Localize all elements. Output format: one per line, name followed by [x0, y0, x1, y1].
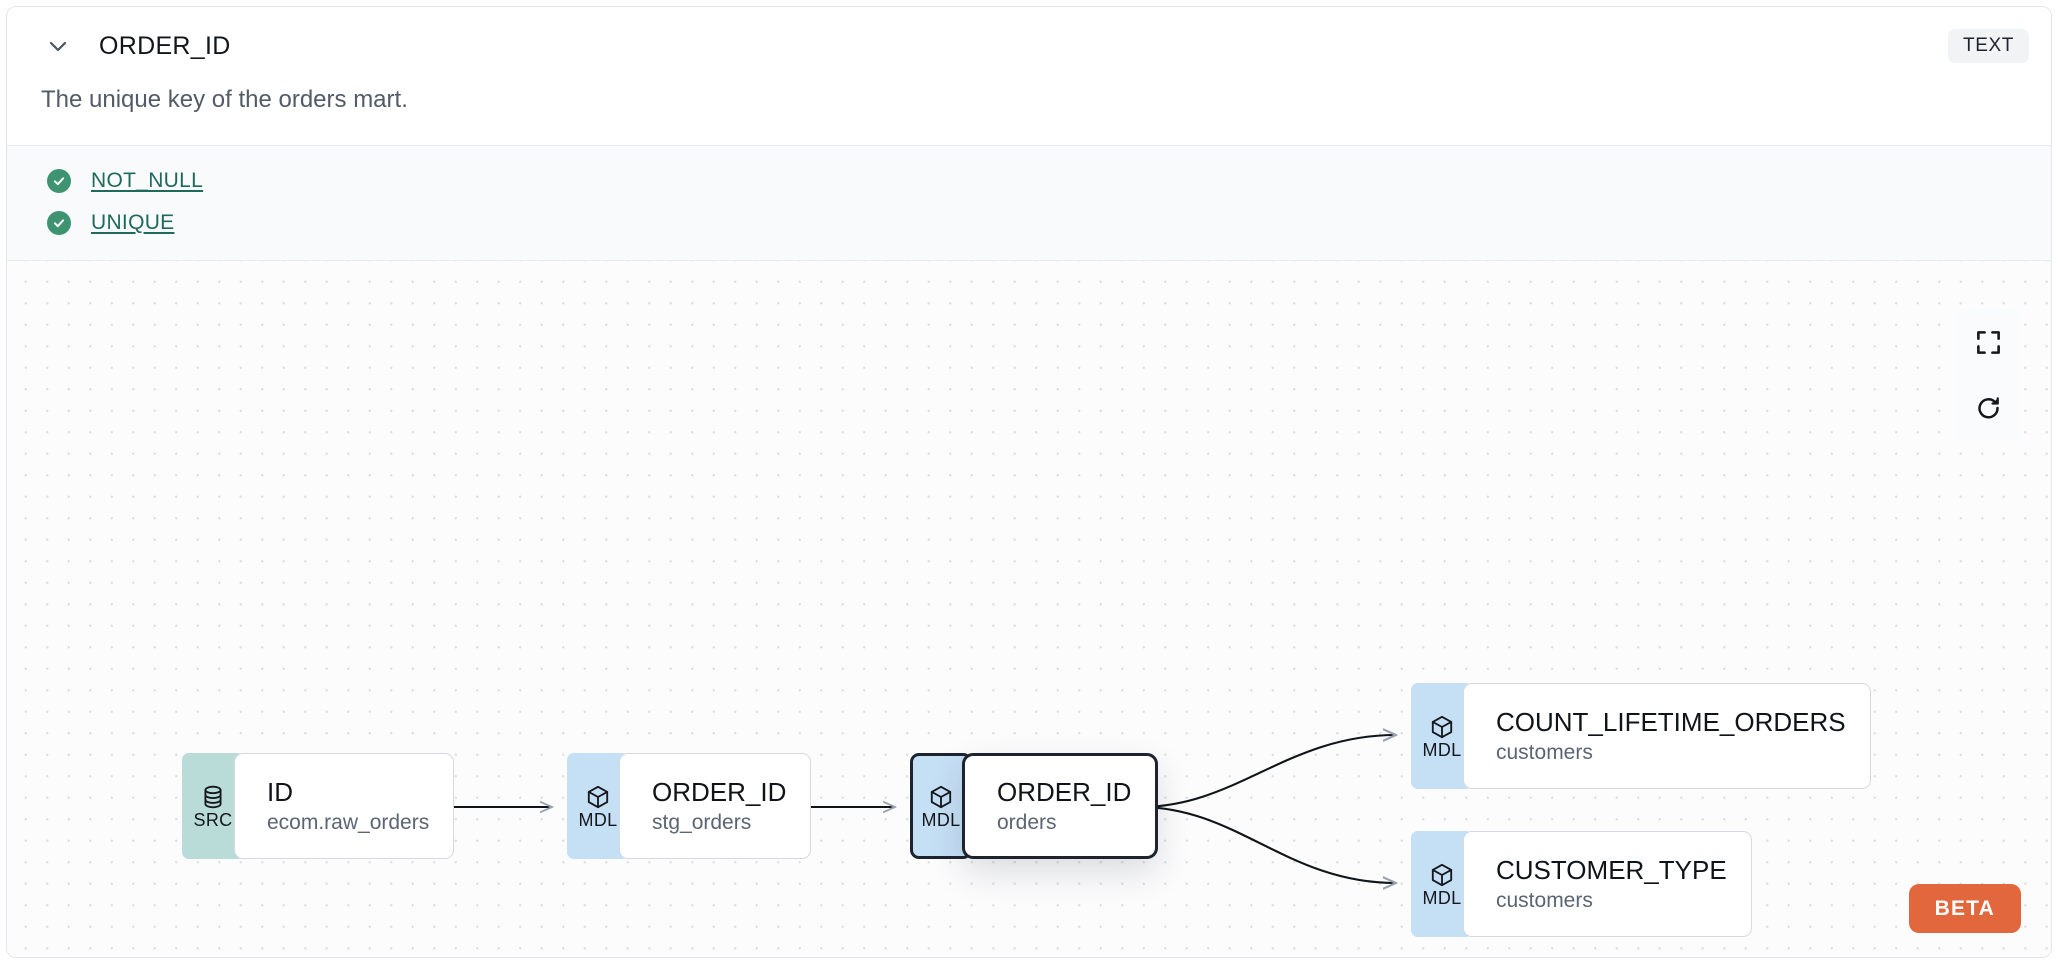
- database-icon: [204, 785, 222, 808]
- node-column-name: COUNT_LIFETIME_ORDERS: [1496, 707, 1846, 738]
- node-column-name: CUSTOMER_TYPE: [1496, 855, 1727, 886]
- lineage-node-stg-orders[interactable]: MDL ORDER_ID stg_orders: [567, 753, 812, 859]
- node-badge-label: MDL: [921, 809, 961, 830]
- node-body: CUSTOMER_TYPE customers: [1463, 831, 1752, 937]
- beta-badge[interactable]: BETA: [1908, 884, 2021, 933]
- lineage-node-src[interactable]: SRC ID ecom.raw_orders: [182, 753, 455, 859]
- lineage-node-customer-type[interactable]: MDL CUSTOMER_TYPE customers: [1411, 831, 1752, 937]
- node-parent-name: orders: [997, 810, 1057, 834]
- cube-icon: [587, 785, 609, 808]
- node-parent-name: ecom.raw_orders: [267, 810, 430, 834]
- cube-icon: [1431, 715, 1453, 738]
- node-parent-name: customers: [1496, 888, 1593, 912]
- cube-icon: [1431, 863, 1453, 886]
- edge-orders-custtype: [1139, 805, 1396, 883]
- lineage-node-count-lifetime-orders[interactable]: MDL COUNT_LIFETIME_ORDERS customers: [1411, 683, 1871, 789]
- node-body: COUNT_LIFETIME_ORDERS customers: [1463, 683, 1871, 789]
- chevron-down-icon[interactable]: [41, 29, 75, 63]
- node-column-name: ORDER_ID: [652, 777, 787, 808]
- column-detail-card: ORDER_ID TEXT The unique key of the orde…: [6, 6, 2052, 958]
- node-badge-label: MDL: [1422, 887, 1462, 908]
- node-body: ORDER_ID stg_orders: [619, 753, 812, 859]
- node-parent-name: stg_orders: [652, 810, 752, 834]
- card-header: ORDER_ID TEXT: [7, 7, 2051, 85]
- check-circle-icon: [47, 169, 71, 193]
- test-row[interactable]: UNIQUE: [7, 202, 2051, 244]
- cube-icon: [930, 785, 952, 808]
- node-badge-mdl: MDL: [910, 753, 972, 859]
- node-badge-mdl: MDL: [567, 753, 629, 859]
- tests-section: NOT_NULL UNIQUE: [7, 145, 2051, 261]
- node-body: ID ecom.raw_orders: [234, 753, 455, 859]
- fit-view-icon[interactable]: [1955, 309, 2021, 375]
- node-badge-label: SRC: [193, 809, 233, 830]
- node-badge-mdl: MDL: [1411, 831, 1473, 937]
- node-parent-name: customers: [1496, 740, 1593, 764]
- check-circle-icon: [47, 211, 71, 235]
- page-title: ORDER_ID: [99, 31, 231, 60]
- lineage-node-orders-selected[interactable]: MDL ORDER_ID orders: [910, 753, 1159, 859]
- edge-orders-count: [1139, 735, 1396, 809]
- column-description: The unique key of the orders mart.: [41, 86, 408, 113]
- node-badge-label: MDL: [1422, 739, 1462, 760]
- node-column-name: ID: [267, 777, 293, 808]
- test-link-unique[interactable]: UNIQUE: [91, 211, 175, 234]
- lineage-canvas[interactable]: SRC ID ecom.raw_orders MDL: [7, 261, 2051, 957]
- data-type-badge: TEXT: [1948, 29, 2029, 63]
- node-badge-mdl: MDL: [1411, 683, 1473, 789]
- test-row[interactable]: NOT_NULL: [7, 160, 2051, 202]
- node-badge-src: SRC: [182, 753, 244, 859]
- node-body: ORDER_ID orders: [962, 753, 1159, 859]
- canvas-controls: [1955, 309, 2021, 441]
- node-column-name: ORDER_ID: [997, 777, 1132, 808]
- test-link-not-null[interactable]: NOT_NULL: [91, 169, 204, 192]
- refresh-icon[interactable]: [1955, 375, 2021, 441]
- node-badge-label: MDL: [578, 809, 618, 830]
